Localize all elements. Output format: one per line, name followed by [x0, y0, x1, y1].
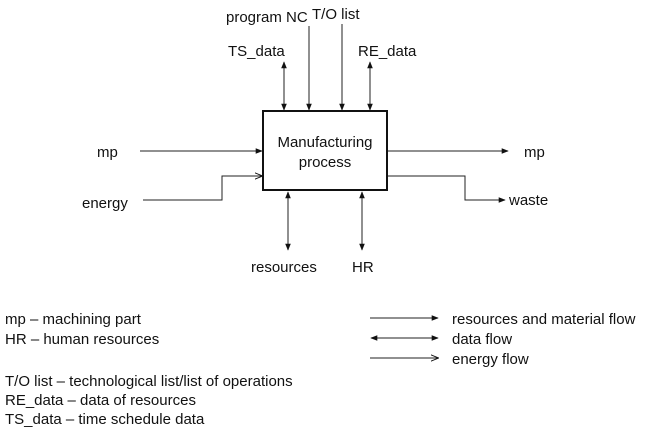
- legend-def-ts-data: TS_data – time schedule data: [5, 411, 205, 428]
- label-mp-out: mp: [524, 144, 545, 161]
- box-label-line2: process: [299, 154, 352, 171]
- label-to-list: T/O list: [312, 6, 360, 23]
- label-energy: energy: [82, 195, 128, 212]
- label-re-data: RE_data: [358, 43, 417, 60]
- legend-energy-flow-label: energy flow: [452, 351, 529, 368]
- waste-output-arrow: [388, 175, 506, 203]
- energy-input-arrow: [143, 176, 262, 201]
- manufacturing-process-box: [262, 110, 388, 191]
- label-program-nc: program NC: [226, 9, 308, 26]
- legend-def-to-list: T/O list – technological list/list of op…: [5, 373, 293, 390]
- label-hr: HR: [352, 259, 374, 276]
- label-ts-data: TS_data: [228, 43, 285, 60]
- legend-def-re-data: RE_data – data of resources: [5, 392, 196, 409]
- label-resources: resources: [251, 259, 317, 276]
- legend-abbrev-hr: HR – human resources: [5, 331, 159, 348]
- legend-material-flow-label: resources and material flow: [452, 311, 636, 328]
- label-mp-in: mp: [97, 144, 118, 161]
- legend-data-flow-label: data flow: [452, 331, 512, 348]
- legend-abbrev-mp: mp – machining part: [5, 311, 142, 328]
- box-label-line1: Manufacturing: [277, 134, 372, 151]
- label-waste: waste: [508, 192, 548, 209]
